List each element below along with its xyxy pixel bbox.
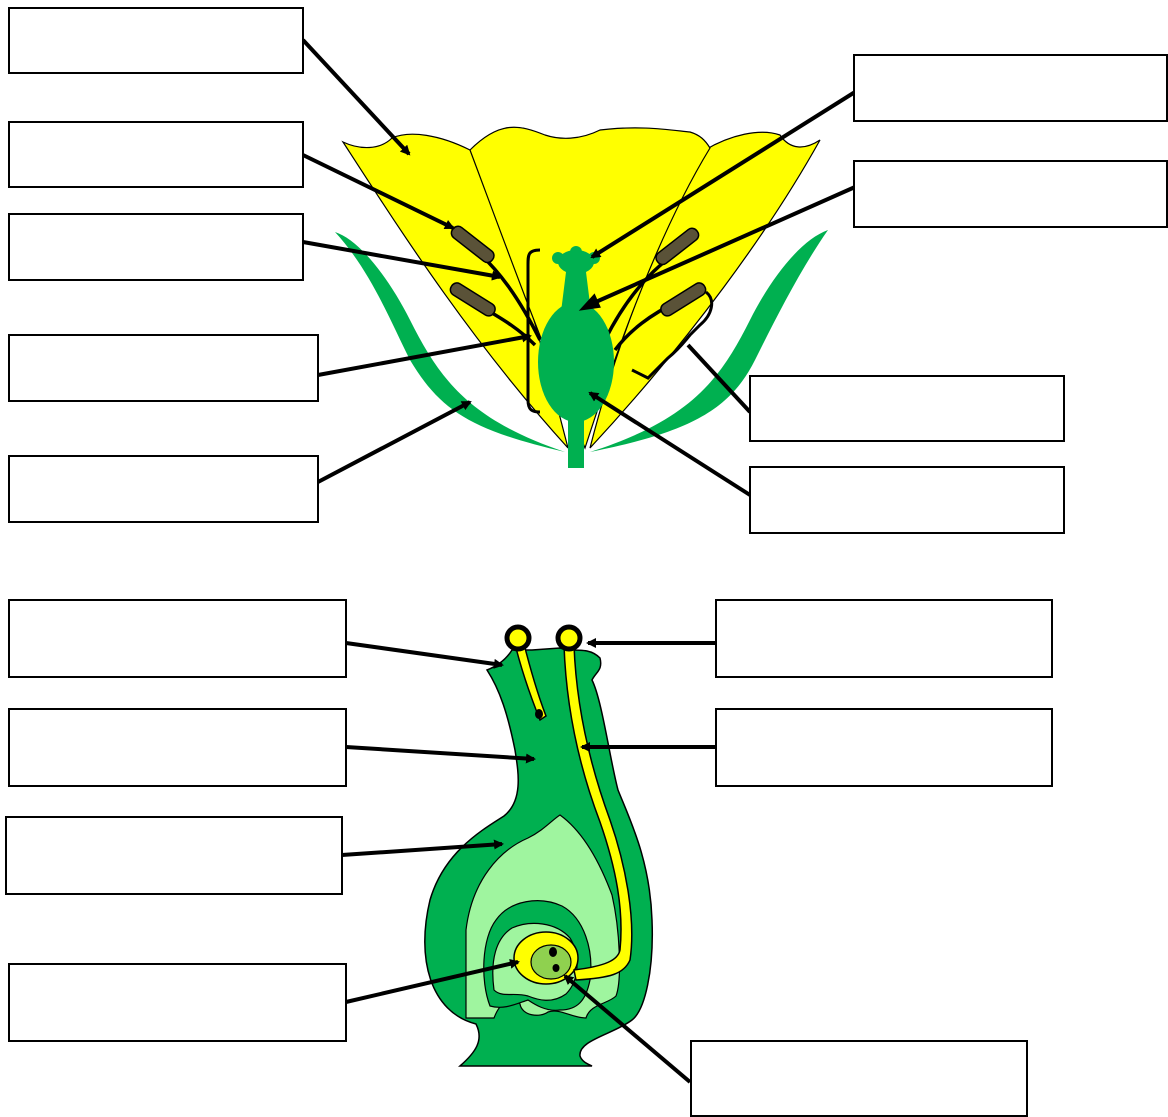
carpel-label-box-4[interactable] <box>8 963 347 1042</box>
pollen-tube-nucleus <box>535 709 543 719</box>
flower-label-box-2[interactable] <box>8 121 304 188</box>
flower-label-box-4[interactable] <box>8 334 319 402</box>
flower-label-box-6[interactable] <box>853 54 1168 122</box>
carpel-label-box-1[interactable] <box>8 599 347 678</box>
carpel-label-box-5[interactable] <box>715 599 1053 678</box>
nucleus-top <box>549 947 557 957</box>
flower-label-box-7[interactable] <box>853 160 1168 228</box>
flower-label-box-8[interactable] <box>749 375 1065 442</box>
pollen-grain-left <box>507 627 529 649</box>
carpel-label-box-2[interactable] <box>8 708 347 787</box>
carpel-label-box-7[interactable] <box>690 1040 1028 1117</box>
nucleus-bottom <box>553 964 560 972</box>
pollen-grain-right <box>558 627 580 649</box>
carpel-diagram <box>342 627 716 1082</box>
carpel-label-box-3[interactable] <box>5 816 343 895</box>
flower-label-box-9[interactable] <box>749 466 1065 534</box>
flower-label-box-5[interactable] <box>8 455 319 523</box>
carpel-label-box-6[interactable] <box>715 708 1053 787</box>
flower-label-box-3[interactable] <box>8 213 304 281</box>
flower-label-box-1[interactable] <box>8 7 304 74</box>
